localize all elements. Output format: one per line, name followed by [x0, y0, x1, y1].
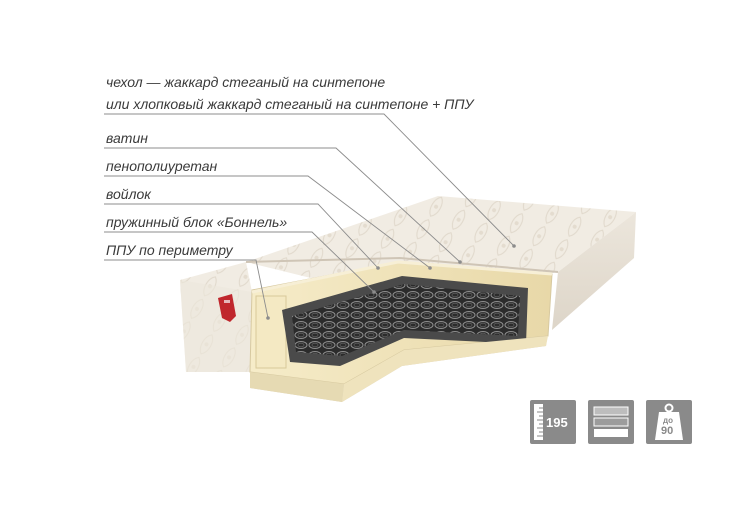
label-felt: войлок — [106, 186, 151, 202]
leader-lines — [104, 113, 515, 319]
label-spring-block: пружинный блок «Боннель» — [106, 214, 288, 230]
spring-block — [292, 284, 520, 356]
label-cover-line2: или хлопковый жаккард стеганый на синтеп… — [106, 96, 474, 112]
weight-prefix: до — [663, 416, 673, 425]
length-value: 195 — [546, 415, 568, 430]
layers-icon — [588, 400, 634, 444]
weight-icon: до 90 — [646, 400, 692, 444]
label-perimeter: ППУ по периметру — [106, 242, 233, 258]
weight-value: 90 — [661, 425, 674, 437]
label-batting: ватин — [106, 130, 148, 146]
label-cover-line1: чехол — жаккард стеганый на синтепоне — [106, 74, 386, 90]
brand-tag — [218, 294, 236, 322]
mattress-right-side — [552, 212, 636, 330]
label-foam: пенополиуретан — [106, 158, 218, 174]
ruler-icon: 195 — [530, 400, 576, 444]
